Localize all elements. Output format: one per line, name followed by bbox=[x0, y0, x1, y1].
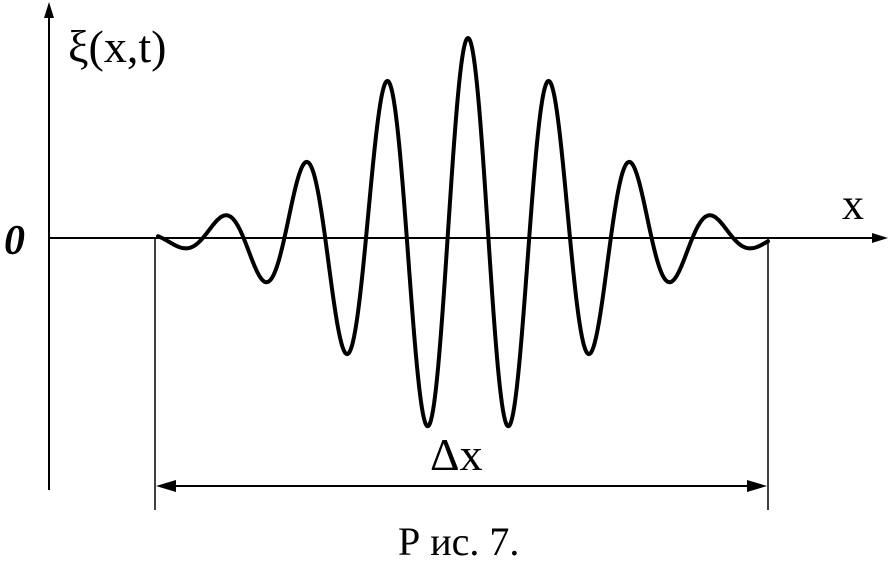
figure-caption: Р ис. 7. bbox=[398, 519, 519, 562]
x-axis-arrow bbox=[872, 233, 888, 243]
width-label: Δx bbox=[430, 429, 483, 480]
y-axis-label: ξ(x,t) bbox=[68, 21, 166, 72]
origin-label: 0 bbox=[4, 218, 25, 264]
width-arrow-right bbox=[747, 480, 767, 492]
x-axis-label: x bbox=[842, 180, 864, 229]
width-arrow-left bbox=[156, 480, 176, 492]
y-axis-arrow bbox=[44, 2, 54, 18]
wave-packet-curve bbox=[156, 36, 770, 429]
